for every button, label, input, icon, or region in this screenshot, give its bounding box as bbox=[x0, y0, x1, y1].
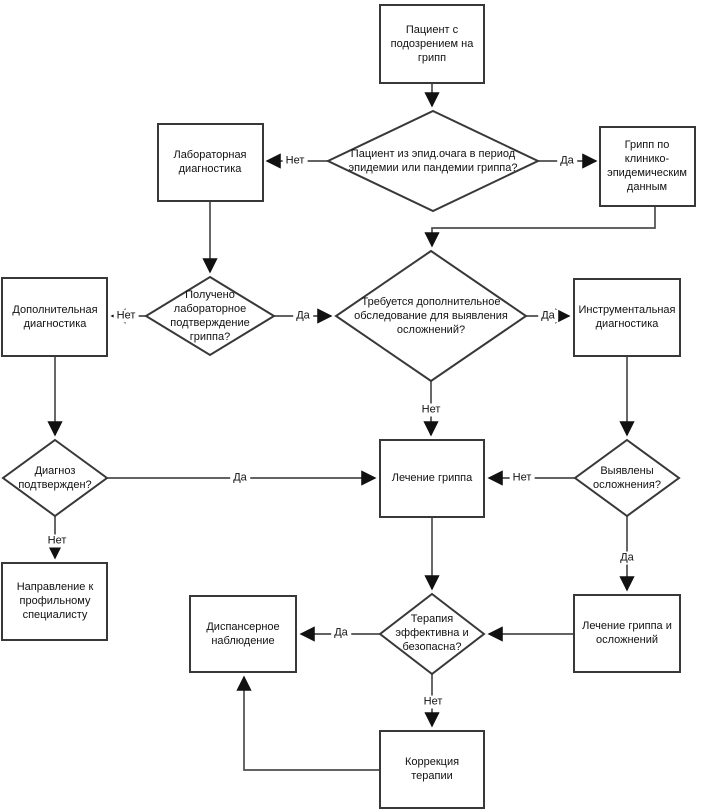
node-shape-additional-diagnostics bbox=[1, 277, 108, 357]
decision-shape-exam-question bbox=[334, 249, 528, 383]
node-shape-flu-treatment bbox=[379, 439, 485, 518]
node-shape-flu-clinical bbox=[599, 126, 696, 207]
node-shape-flu-complications-treatment bbox=[573, 594, 681, 673]
node-shape-lab-diagnostics bbox=[157, 123, 264, 202]
decision-shape-epidemic-question bbox=[325, 109, 541, 213]
decision-shape-complications-question bbox=[573, 438, 681, 518]
edge-clinical-to-exam-question bbox=[424, 206, 656, 248]
node-shape-referral bbox=[1, 562, 108, 641]
decision-shape-lab-confirm-question bbox=[144, 275, 276, 357]
decision-shape-therapy-question bbox=[378, 592, 486, 676]
node-shape-patient bbox=[379, 4, 485, 84]
decision-shape-diagnosis-confirmed-question bbox=[1, 438, 109, 518]
edge-correction-to-dispensary bbox=[236, 675, 380, 771]
node-shape-instrumental-diagnostics bbox=[573, 278, 681, 357]
node-shape-correction bbox=[379, 730, 485, 809]
node-shape-dispensary bbox=[189, 595, 297, 673]
